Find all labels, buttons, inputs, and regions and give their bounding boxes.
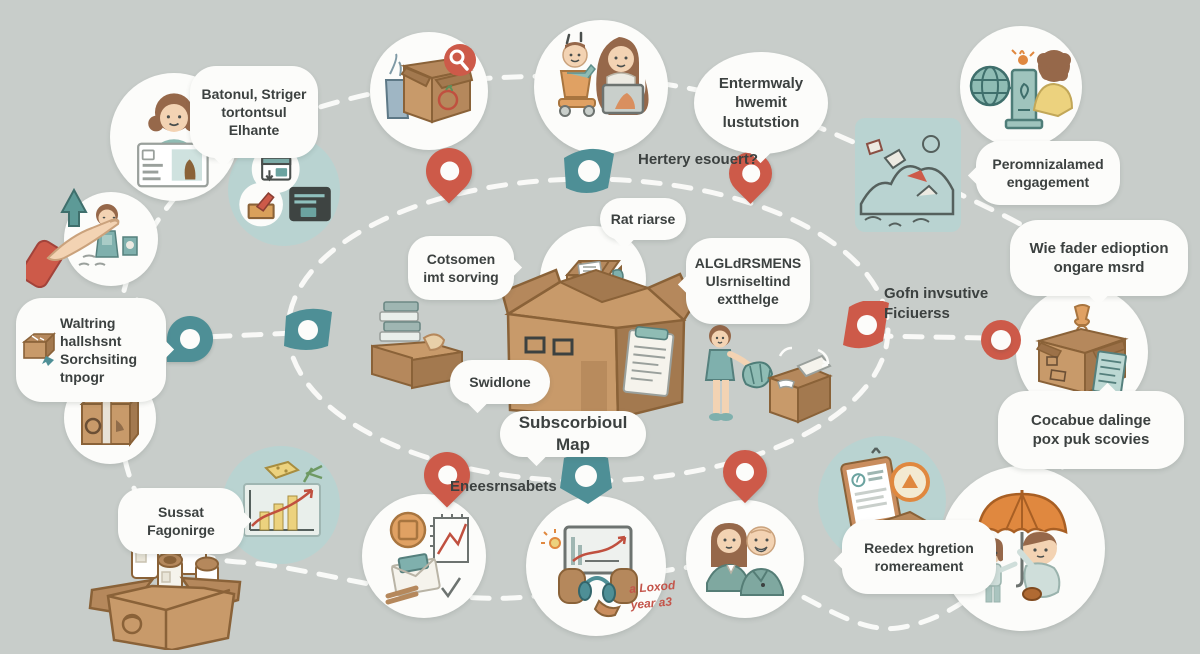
flag-pin-teal-icon bbox=[564, 148, 614, 193]
map-title-bubble: Subscorbioul Map bbox=[500, 411, 646, 457]
landscape-card-icon bbox=[859, 135, 955, 227]
ring-pin-red-icon bbox=[981, 320, 1021, 360]
woman-unboxing-icon bbox=[704, 325, 833, 424]
eneesrn-label: Eneesrnsabets bbox=[450, 478, 557, 495]
support-monitor-bubble bbox=[526, 496, 666, 636]
gofn-label: Gofn invsutive Ficiuerss bbox=[884, 285, 989, 322]
baby-mother-icon bbox=[558, 31, 649, 117]
couple-bubble bbox=[686, 500, 804, 618]
top-left-speech-bubble: Batonul, Striger tortontsul Elhante bbox=[190, 66, 318, 158]
couple-icon bbox=[706, 523, 784, 596]
parcel-arrow-icon bbox=[22, 332, 56, 366]
stacked-goods-icon bbox=[371, 301, 463, 390]
growth-chart-card-icon bbox=[243, 460, 323, 537]
swidlone-bubble-label: Swidlone bbox=[469, 373, 531, 390]
peromn-bubble-label: Peromnizalamed engagement bbox=[992, 155, 1104, 190]
handwritten-note: a Loxod year a3 bbox=[628, 578, 676, 612]
hertery-label: Hertery esouert? bbox=[638, 151, 759, 168]
flag-pin-red-icon bbox=[843, 301, 889, 349]
reedex-bubble-label: Reedex hgretion romereament bbox=[864, 539, 974, 574]
algl-bubble-label: ALGLdRSMENS Ulsrniseltind extthelge bbox=[694, 254, 802, 308]
woman-watering-icon bbox=[78, 204, 138, 266]
cotsomen-bubble-label: Cotsomen imt sorving bbox=[423, 250, 499, 285]
taped-box-bubble bbox=[64, 372, 156, 464]
wie-speech-bubble: Wie fader edioption ongare msrd bbox=[1010, 220, 1188, 296]
coin-envelope-chart-bubble bbox=[362, 494, 486, 618]
left-bubble-label: Waltring hallshsnt Sorchsiting tnpogr bbox=[60, 314, 138, 386]
hand-growth-arrow-icon bbox=[26, 187, 120, 288]
growth-chart-panel bbox=[222, 446, 340, 564]
top-left-bubble-label: Batonul, Striger tortontsul Elhante bbox=[201, 85, 307, 139]
cocabue-bubble-label: Cocabue dalinge pox puk scovies bbox=[1030, 411, 1152, 449]
support-monitor-headphones-icon bbox=[541, 525, 638, 618]
rat-speech-bubble: Rat riarse bbox=[600, 198, 686, 240]
entermwaly-speech-bubble: Entermwaly hwemit lustutstion bbox=[694, 52, 828, 154]
algl-speech-bubble: ALGLdRSMENS Ulsrniseltind extthelge bbox=[686, 238, 810, 324]
cocabue-speech-bubble: Cocabue dalinge pox puk scovies bbox=[998, 391, 1184, 469]
map-pin-teal-icon bbox=[167, 316, 213, 362]
peromn-speech-bubble: Peromnizalamed engagement bbox=[976, 141, 1120, 205]
sussat-bubble-label: Sussat Fagonirge bbox=[147, 503, 215, 538]
wie-bubble-label: Wie fader edioption ongare msrd bbox=[1029, 239, 1169, 277]
entermwaly-bubble-label: Entermwaly hwemit lustutstion bbox=[718, 74, 804, 131]
globe-podium-person-icon bbox=[969, 49, 1074, 130]
landscape-card bbox=[855, 118, 961, 232]
left-speech-bubble: Waltring hallshsnt Sorchsiting tnpogr bbox=[16, 298, 166, 402]
flag-pin-teal-icon bbox=[284, 308, 332, 350]
woman-id-card-icon bbox=[137, 93, 209, 188]
box-house-icon bbox=[500, 268, 694, 420]
box-magnifier-icon bbox=[384, 44, 476, 124]
flag-pin-teal-icon bbox=[560, 454, 612, 504]
sussat-speech-bubble: Sussat Fagonirge bbox=[118, 488, 244, 554]
swidlone-speech-bubble: Swidlone bbox=[450, 360, 550, 404]
rat-bubble-label: Rat riarse bbox=[610, 210, 676, 227]
cotsomen-speech-bubble: Cotsomen imt sorving bbox=[408, 236, 514, 300]
reedex-speech-bubble: Reedex hgretion romereament bbox=[842, 520, 996, 594]
box-magnifier-bubble bbox=[370, 32, 488, 150]
globe-podium-person-bubble bbox=[960, 26, 1082, 148]
gift-box-trophy-icon bbox=[1035, 304, 1129, 396]
map-title-label: Subscorbioul Map bbox=[518, 412, 628, 454]
taped-box-icon bbox=[79, 391, 141, 447]
baby-mother-bubble bbox=[534, 20, 668, 154]
coin-envelope-chart-icon bbox=[385, 511, 469, 605]
